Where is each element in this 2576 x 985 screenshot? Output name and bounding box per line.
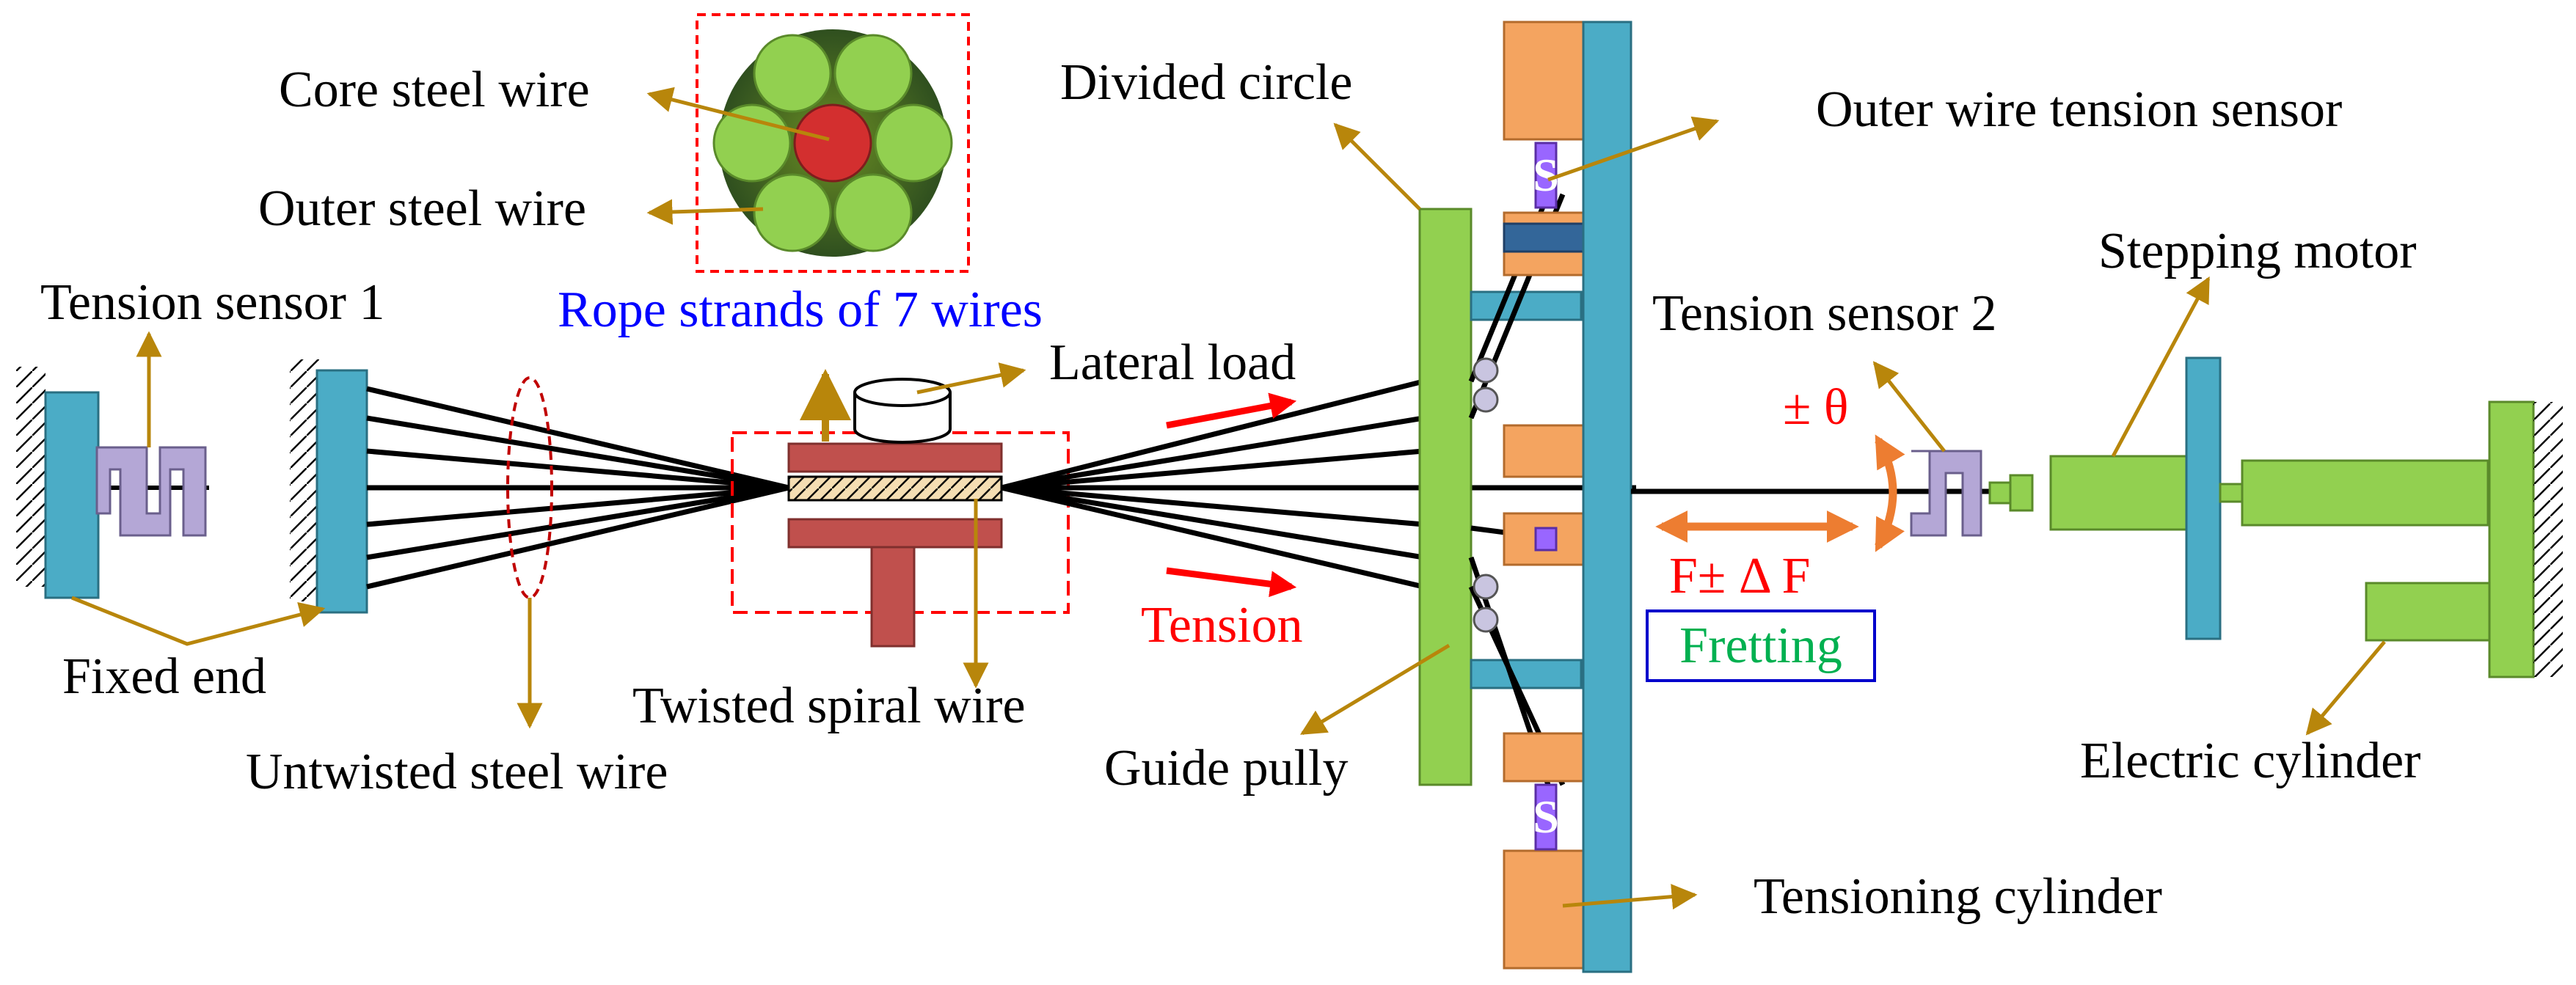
motor-mount-plate (2185, 356, 2222, 640)
label-tensioning-cylinder: Tensioning cylinder (1754, 868, 2162, 925)
label-guide-pully: Guide pully (1104, 740, 1348, 797)
sensor-glyph-lower: S (1533, 791, 1559, 843)
outer-wire-tension-sensor-upper (1534, 142, 1558, 851)
upper-fretting-pad (787, 442, 1003, 473)
sensor-coupling (1988, 481, 2013, 505)
upper-link-bar (1470, 290, 1583, 321)
lower-fretting-pad (787, 518, 1003, 549)
lower-link-bar (1470, 659, 1583, 689)
core-wire-circle (793, 103, 872, 183)
label-tension-sensor-2: Tension sensor 2 (1652, 285, 1997, 342)
tension-sensor-2 (1910, 450, 1982, 537)
right-mount-plate (2488, 400, 2535, 678)
leader-lines (71, 87, 2386, 910)
strand-inset-box (696, 13, 970, 273)
motor-flange (2009, 474, 2034, 512)
divided-circle-plate (1418, 208, 1473, 786)
label-stepping-motor: Stepping motor (2098, 223, 2417, 279)
electric-cylinder-rod (2241, 459, 2489, 527)
label-theta: ± θ (1783, 379, 1848, 436)
label-force: F± Δ F (1669, 548, 1810, 604)
label-divided-circle: Divided circle (1060, 54, 1352, 111)
right-wall (2533, 402, 2563, 677)
sensor-glyph-upper: S (1533, 149, 1559, 201)
outer-wire-clamp (1503, 222, 1585, 253)
left-wall (16, 367, 45, 587)
label-tension: Tension (1141, 597, 1303, 653)
label-fixed-end: Fixed end (62, 648, 266, 705)
drive-shaft (2219, 483, 2244, 503)
tensioning-frame (1582, 21, 1632, 973)
guide-pulleys (1473, 357, 1499, 633)
label-fretting: Fretting (1679, 618, 1842, 674)
electric-cylinder-body (2365, 582, 2492, 642)
untwisted-wires-left (366, 386, 789, 590)
label-twisted-spiral-wire: Twisted spiral wire (632, 678, 1026, 734)
label-outer-wire-tension-sensor: Outer wire tension sensor (1816, 81, 2342, 138)
fixed-end-plate (315, 369, 368, 614)
untwisted-wire-ellipse (506, 376, 553, 599)
label-core-steel-wire: Core steel wire (279, 62, 590, 118)
tension-red-arrow (1166, 567, 1297, 598)
untwisted-wires-right (1001, 378, 1636, 590)
twisted-spiral-wire (787, 475, 1003, 502)
label-tension-sensor-1: Tension sensor 1 (40, 274, 385, 331)
label-outer-steel-wire: Outer steel wire (258, 180, 586, 237)
middle-wall (290, 359, 319, 601)
label-rope-strands: Rope strands of 7 wires (558, 282, 1043, 338)
stepping-motor-body (2049, 455, 2188, 531)
label-electric-cylinder: Electric cylinder (2080, 733, 2420, 789)
rotation-arrow (1875, 434, 1905, 552)
pad-support-stem (870, 546, 916, 648)
lateral-load-red-arrow (1166, 392, 1297, 429)
fretting-label-box (1646, 609, 1876, 682)
label-lateral-load: Lateral load (1049, 334, 1296, 391)
strand-cross-section (712, 29, 953, 257)
tension-sensor-1 (95, 446, 209, 537)
label-untwisted-steel-wire: Untwisted steel wire (246, 744, 668, 800)
lateral-load-weight (853, 378, 952, 444)
left-fixed-block (44, 391, 100, 599)
